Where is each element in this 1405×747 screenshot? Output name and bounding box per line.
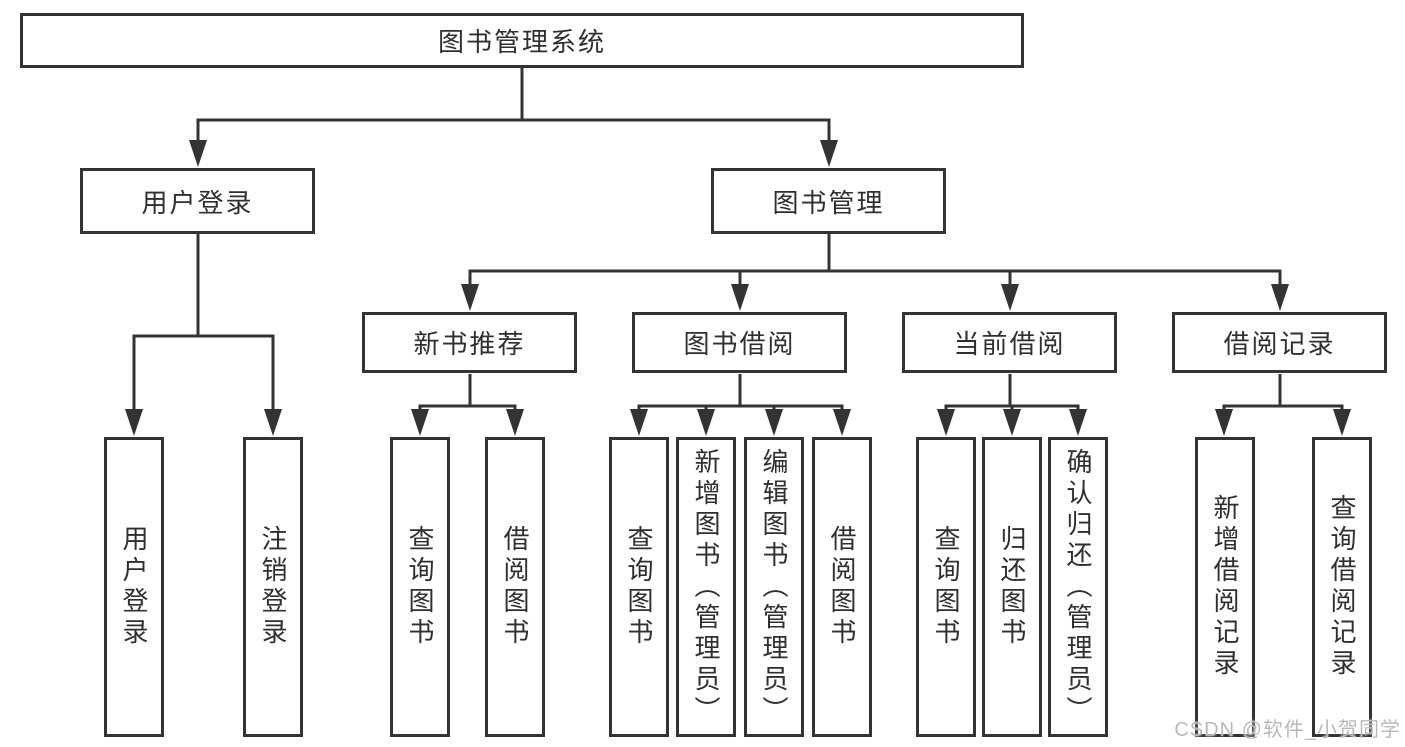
csdn-watermark: CSDN @软件_小贺同学 — [1174, 719, 1401, 741]
node-borrowing-records: 借阅记录 — [1172, 312, 1387, 373]
leaf-query-books-current-label: 查询图书 — [931, 525, 961, 649]
node-book-borrowing: 图书借阅 — [632, 312, 847, 373]
leaf-return-book-label: 归还图书 — [997, 525, 1027, 649]
leaf-return-book: 归还图书 — [982, 437, 1042, 737]
leaf-logout-label: 注销登录 — [258, 525, 288, 649]
leaf-logout: 注销登录 — [243, 437, 303, 737]
leaf-add-borrow-record-label: 新增借阅记录 — [1210, 494, 1240, 680]
node-book-borrowing-label: 图书借阅 — [683, 329, 796, 359]
node-new-book-recommend: 新书推荐 — [362, 312, 577, 373]
leaf-edit-book-admin: 编辑图书（管理员） — [744, 437, 804, 737]
leaf-query-books-borrowing: 查询图书 — [609, 437, 669, 737]
node-user-login-label: 用户登录 — [141, 187, 254, 218]
leaf-borrow-books-recommend: 借阅图书 — [485, 437, 545, 737]
leaf-confirm-return-admin-label: 确认归还（管理员） — [1063, 447, 1093, 727]
node-root-label: 图书管理系统 — [437, 27, 606, 57]
leaf-borrow-books-borrowing-label: 借阅图书 — [827, 525, 857, 649]
arrowheads — [125, 140, 1351, 436]
node-current-borrowing-label: 当前借阅 — [953, 329, 1066, 359]
leaf-confirm-return-admin: 确认归还（管理员） — [1048, 437, 1108, 737]
leaf-user-login-label: 用户登录 — [119, 525, 149, 649]
leaf-query-books-current: 查询图书 — [916, 437, 976, 737]
node-current-borrowing: 当前借阅 — [902, 312, 1117, 373]
leaf-query-books-borrowing-label: 查询图书 — [624, 525, 654, 649]
leaf-query-books-recommend: 查询图书 — [390, 437, 450, 737]
leaf-user-login: 用户登录 — [104, 437, 164, 737]
node-root: 图书管理系统 — [20, 13, 1024, 68]
node-borrowing-records-label: 借阅记录 — [1223, 329, 1336, 359]
leaf-query-books-recommend-label: 查询图书 — [405, 525, 435, 649]
node-new-book-recommend-label: 新书推荐 — [413, 329, 526, 359]
leaf-query-borrow-record-label: 查询借阅记录 — [1327, 494, 1357, 680]
leaf-edit-book-admin-label: 编辑图书（管理员） — [759, 447, 789, 727]
node-user-login: 用户登录 — [80, 168, 315, 234]
node-book-management: 图书管理 — [711, 168, 946, 234]
leaf-borrow-books-borrowing: 借阅图书 — [812, 437, 872, 737]
leaf-query-borrow-record: 查询借阅记录 — [1312, 437, 1372, 737]
leaf-add-book-admin-label: 新增图书（管理员） — [691, 447, 721, 727]
node-book-management-label: 图书管理 — [772, 187, 885, 218]
leaf-add-borrow-record: 新增借阅记录 — [1195, 437, 1255, 737]
leaf-add-book-admin: 新增图书（管理员） — [676, 437, 736, 737]
leaf-borrow-books-recommend-label: 借阅图书 — [500, 525, 530, 649]
